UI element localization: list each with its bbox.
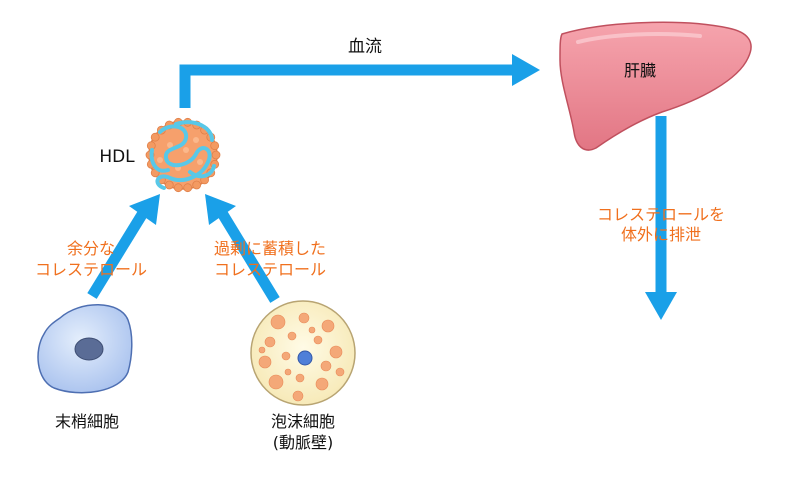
foam-cell-label-line1: 泡沫細胞: [271, 412, 335, 431]
lipid-droplet: [268, 374, 284, 390]
lipid-droplet: [298, 312, 310, 324]
lipid-droplet: [270, 314, 286, 330]
excess-cholesterol-label-line1: 余分な: [67, 239, 115, 258]
hdl-label: HDL: [99, 147, 135, 167]
foam-cell: [250, 300, 356, 406]
hdl-surface-bump: [183, 183, 193, 193]
hdl-particle: [145, 117, 221, 193]
lipid-droplet: [287, 331, 297, 341]
accumulated-cholesterol-label-line1: 過剰に蓄積した: [214, 239, 326, 258]
lipid-droplet: [329, 345, 343, 359]
excretion-label-line2: 体外に排泄: [621, 225, 701, 244]
lipid-droplet: [308, 326, 316, 334]
peripheral-cell: [37, 304, 133, 394]
blood-flow-label: 血流: [348, 37, 382, 57]
lipid-droplet: [281, 351, 291, 361]
peripheral-cell-label: 末梢細胞: [55, 412, 119, 431]
accumulated-cholesterol-arrow: [205, 194, 280, 303]
hdl-surface-bump: [192, 180, 202, 190]
hdl-surface-bump: [211, 150, 221, 160]
lipid-droplet: [292, 390, 304, 402]
excess-cholesterol-arrow: [87, 194, 160, 299]
lipid-droplet: [313, 335, 323, 345]
lipid-droplet: [335, 367, 345, 377]
hdl-core-dot: [197, 159, 203, 165]
excretion-arrow: [645, 116, 677, 320]
excess-cholesterol-label-line2: コレステロール: [35, 260, 147, 279]
lipid-droplet: [321, 319, 335, 333]
lipid-droplet: [258, 355, 272, 369]
foam-cell-label-line2: (動脈壁): [273, 433, 334, 452]
lipid-droplet: [295, 373, 305, 383]
lipid-droplets: [258, 312, 345, 402]
lipid-droplet: [284, 368, 292, 376]
accumulated-cholesterol-label-line2: コレステロール: [214, 260, 326, 279]
hdl-surface-bump: [164, 180, 174, 190]
hdl-core-dot: [193, 137, 199, 143]
lipid-droplet: [258, 346, 266, 354]
liver-label: 肝臓: [624, 61, 656, 80]
hdl-surface-bump: [150, 132, 160, 142]
liver-illustration: [559, 21, 752, 151]
lipid-droplet: [315, 377, 329, 391]
lipid-droplet: [264, 336, 276, 348]
excretion-label-line1: コレステロールを: [597, 205, 725, 224]
hdl-surface-bump: [210, 141, 220, 151]
hdl-core-dot: [157, 157, 163, 163]
hdl-surface-bump: [173, 183, 183, 193]
hdl-core-dot: [167, 142, 173, 148]
hdl-core-dot: [183, 147, 189, 153]
lipid-droplet: [320, 360, 332, 372]
blood-flow-arrow: [179, 54, 540, 108]
